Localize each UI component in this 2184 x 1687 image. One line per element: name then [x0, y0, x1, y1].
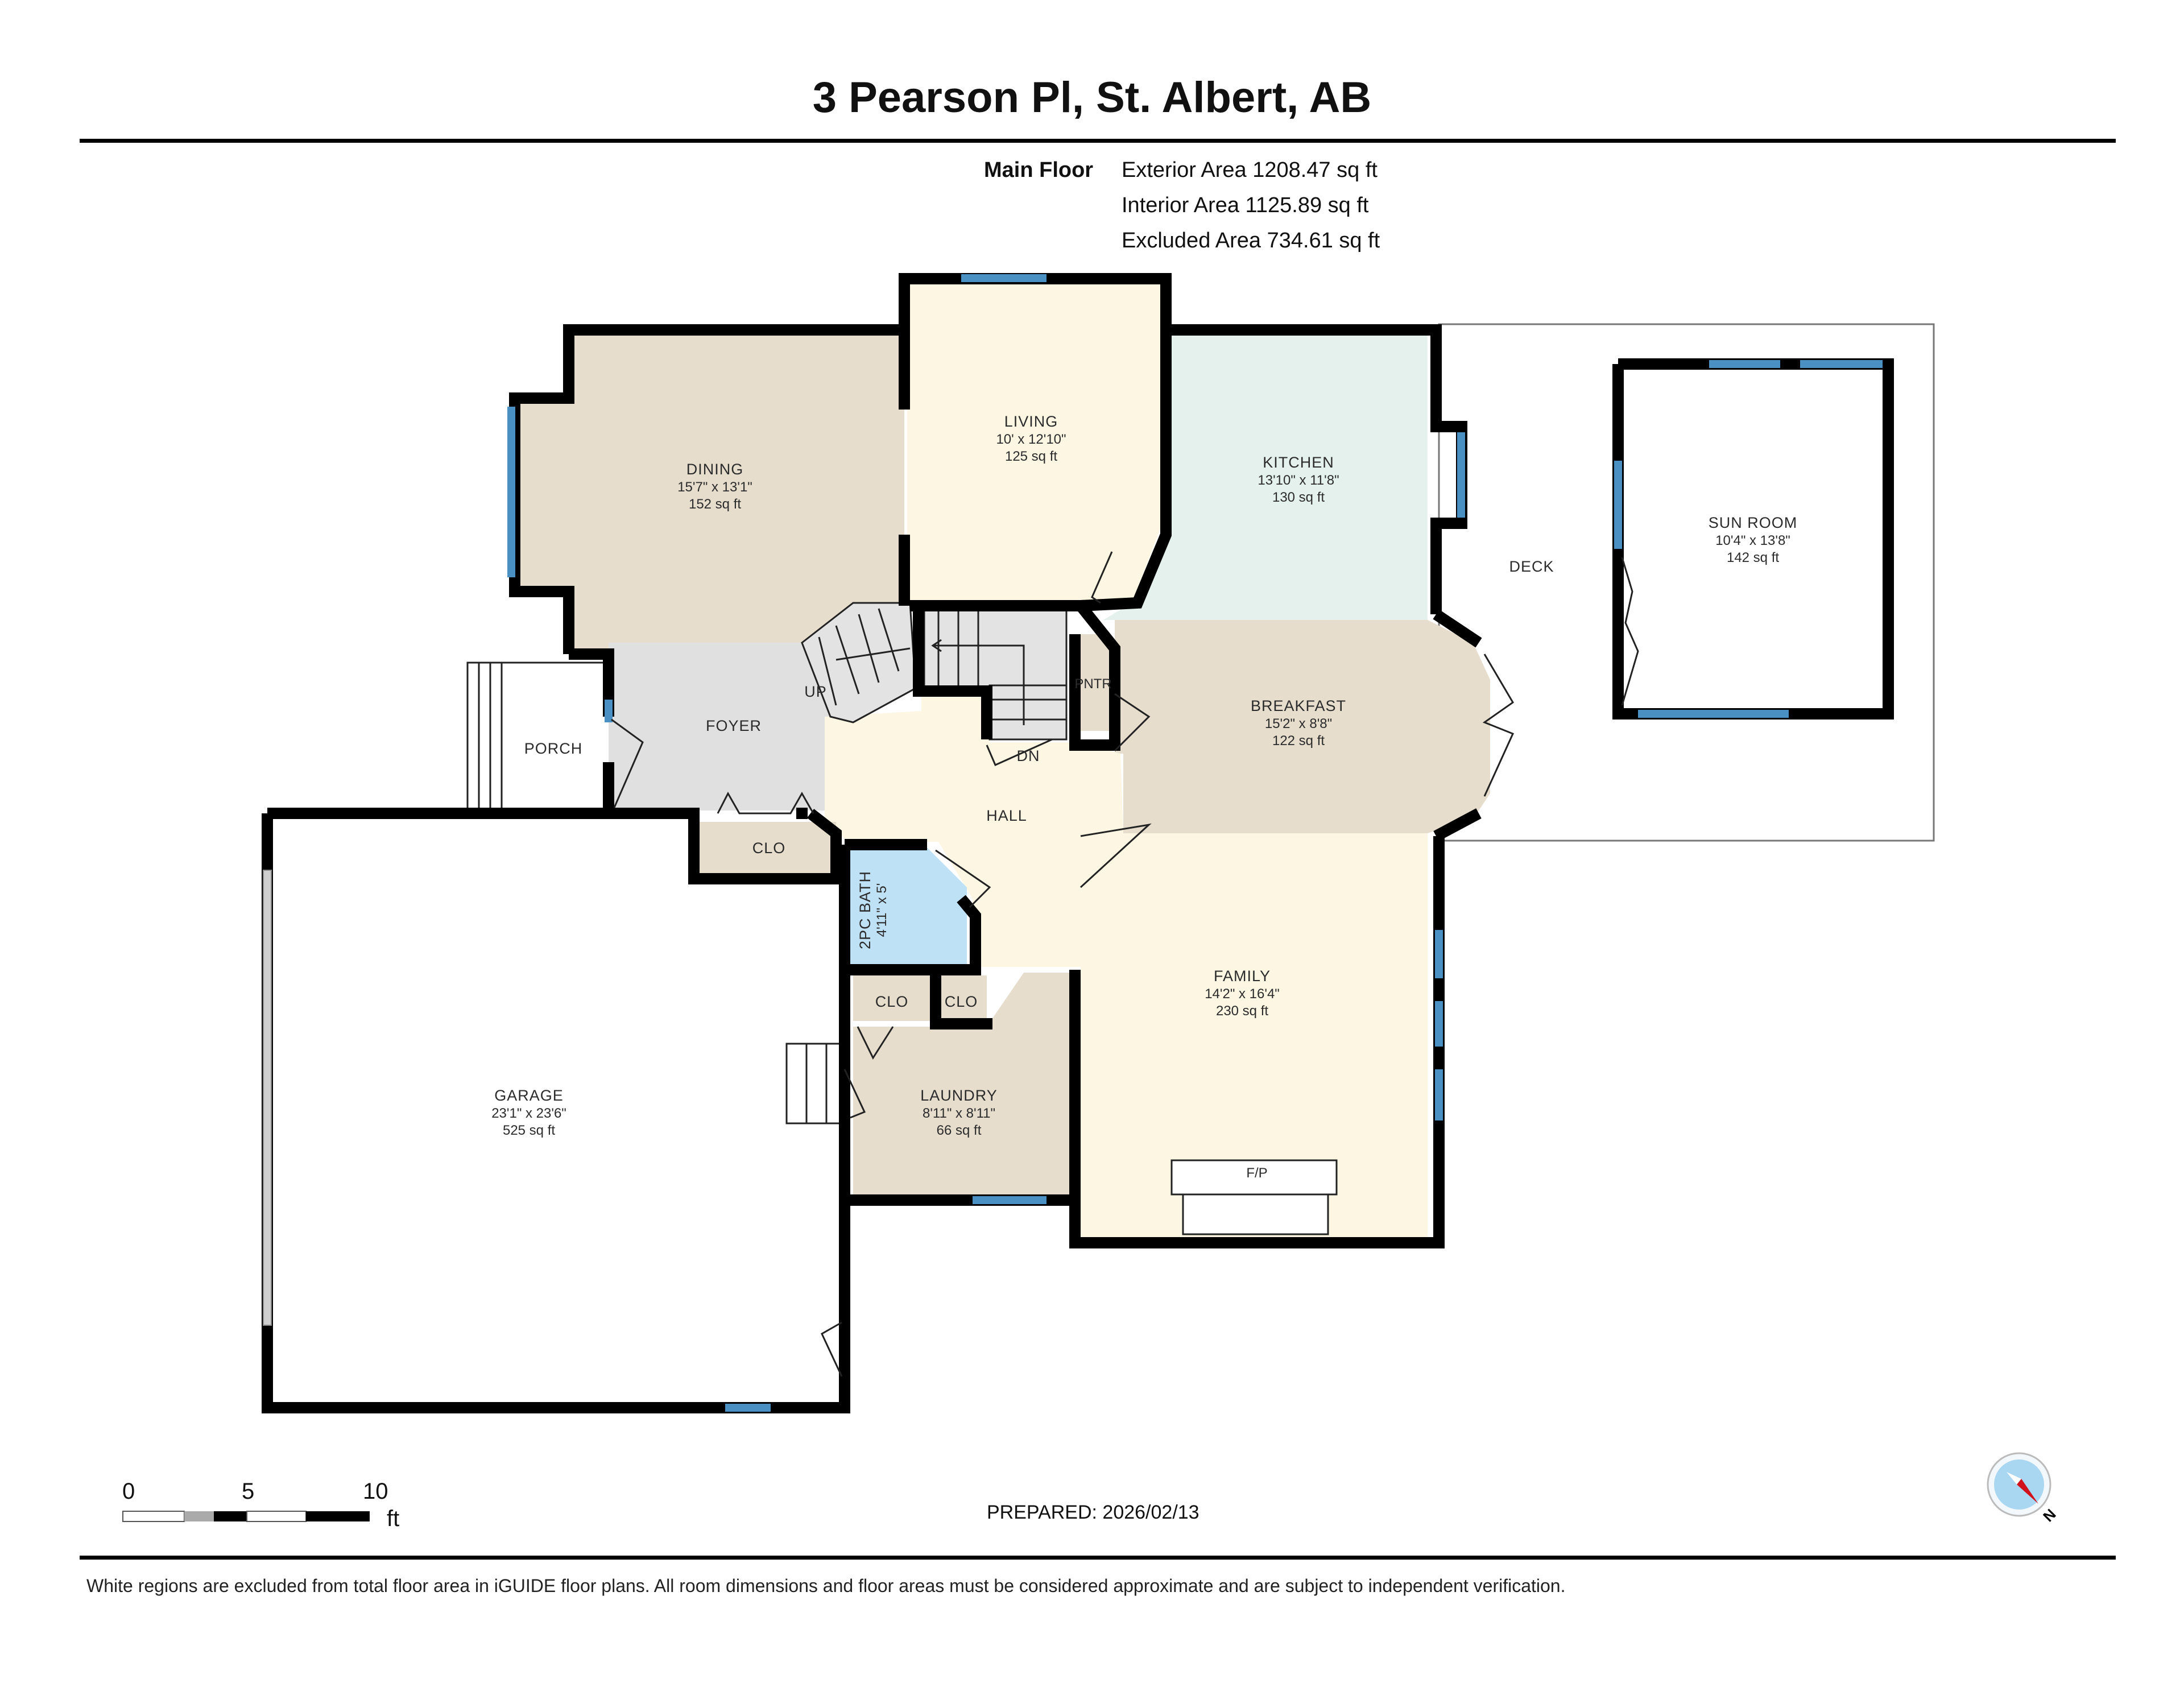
- svg-text:15'7" x 13'1": 15'7" x 13'1": [677, 479, 752, 495]
- svg-text:152 sq ft: 152 sq ft: [689, 497, 741, 512]
- label-family: FAMILY: [1214, 967, 1271, 985]
- svg-text:13'10" x 11'8": 13'10" x 11'8": [1258, 473, 1339, 488]
- svg-text:230 sq ft: 230 sq ft: [1216, 1003, 1268, 1019]
- room-dining[interactable]: [515, 330, 904, 654]
- room-breakfast[interactable]: [1115, 620, 1490, 833]
- scale-tick-5: 5: [242, 1479, 255, 1504]
- porch-steps: [466, 661, 603, 812]
- compass-icon: N: [1987, 1452, 2059, 1525]
- room-bath[interactable]: [850, 847, 967, 964]
- label-porch: PORCH: [524, 740, 583, 757]
- room-closet-1[interactable]: [853, 975, 930, 1021]
- svg-text:4'11" x 5': 4'11" x 5': [874, 883, 890, 937]
- room-kitchen[interactable]: [1103, 333, 1428, 620]
- label-hall: HALL: [986, 807, 1027, 824]
- label-kitchen: KITCHEN: [1263, 454, 1334, 471]
- label-dn: DN: [1017, 747, 1040, 764]
- room-closet-2[interactable]: [941, 975, 987, 1021]
- exterior-area: Exterior Area 1208.47 sq ft: [1122, 158, 1378, 182]
- label-pantry: PNTR: [1074, 676, 1111, 692]
- header-divider: [80, 139, 2116, 143]
- prepared-date: PREPARED: 2026/02/13: [987, 1502, 1199, 1523]
- label-foyer: FOYER: [706, 717, 762, 734]
- label-fireplace: F/P: [1246, 1165, 1267, 1181]
- label-deck: DECK: [1509, 558, 1554, 575]
- svg-text:10'4" x 13'8": 10'4" x 13'8": [1715, 533, 1790, 548]
- scale-unit: ft: [387, 1506, 400, 1531]
- disclaimer: White regions are excluded from total fl…: [86, 1576, 1566, 1596]
- page-title: 3 Pearson Pl, St. Albert, AB: [812, 73, 1372, 122]
- room-living[interactable]: [907, 284, 1160, 603]
- svg-text:125 sq ft: 125 sq ft: [1005, 449, 1057, 464]
- label-garage: GARAGE: [494, 1087, 564, 1104]
- footer-divider: [80, 1556, 2116, 1560]
- deck-outline: [1438, 323, 1935, 842]
- stairs: [801, 602, 1068, 741]
- garage-steps: [785, 1043, 847, 1124]
- svg-text:14'2" x 16'4": 14'2" x 16'4": [1205, 986, 1280, 1002]
- garage-door: [263, 870, 272, 1326]
- label-closet-foyer: CLO: [752, 840, 786, 857]
- svg-text:66 sq ft: 66 sq ft: [937, 1123, 982, 1138]
- interior-area: Interior Area 1125.89 sq ft: [1122, 193, 1369, 217]
- room-labels: DINING 15'7" x 13'1" 152 sq ft LIVING 10…: [491, 413, 1797, 1181]
- scale-tick-0: 0: [122, 1479, 135, 1504]
- room-laundry[interactable]: [853, 973, 1069, 1194]
- scale-tick-10: 10: [363, 1479, 388, 1504]
- svg-text:130 sq ft: 130 sq ft: [1272, 490, 1325, 505]
- room-closet-foyer[interactable]: [700, 822, 836, 879]
- label-laundry: LAUNDRY: [920, 1087, 998, 1104]
- floor-label: Main Floor: [984, 158, 1094, 182]
- svg-text:122 sq ft: 122 sq ft: [1272, 733, 1325, 749]
- room-family[interactable]: [1081, 833, 1428, 1237]
- svg-text:525 sq ft: 525 sq ft: [503, 1123, 555, 1138]
- svg-text:23'1" x 23'6": 23'1" x 23'6": [491, 1106, 566, 1121]
- label-living: LIVING: [1004, 413, 1058, 430]
- label-sun-room: SUN ROOM: [1709, 514, 1798, 531]
- label-bath: 2PC BATH: [857, 871, 874, 949]
- label-closet-2: CLO: [945, 993, 978, 1010]
- svg-text:142 sq ft: 142 sq ft: [1727, 550, 1779, 565]
- room-hall[interactable]: [825, 697, 1123, 967]
- svg-text:10' x 12'10": 10' x 12'10": [996, 432, 1066, 447]
- doors[interactable]: [611, 551, 1639, 1377]
- label-dining: DINING: [686, 461, 744, 478]
- room-foyer[interactable]: [609, 643, 830, 811]
- excluded-area: Excluded Area 734.61 sq ft: [1122, 229, 1380, 253]
- label-breakfast: BREAKFAST: [1251, 697, 1346, 714]
- svg-text:8'11" x 8'11": 8'11" x 8'11": [923, 1106, 995, 1121]
- svg-text:N: N: [2040, 1506, 2059, 1525]
- fireplace: [1170, 1159, 1338, 1235]
- svg-text:15'2" x 8'8": 15'2" x 8'8": [1265, 716, 1332, 731]
- label-up: UP: [804, 683, 827, 700]
- windows: [507, 274, 1883, 1412]
- scale-bar-graphic: [122, 1511, 370, 1522]
- label-closet-1: CLO: [875, 993, 909, 1010]
